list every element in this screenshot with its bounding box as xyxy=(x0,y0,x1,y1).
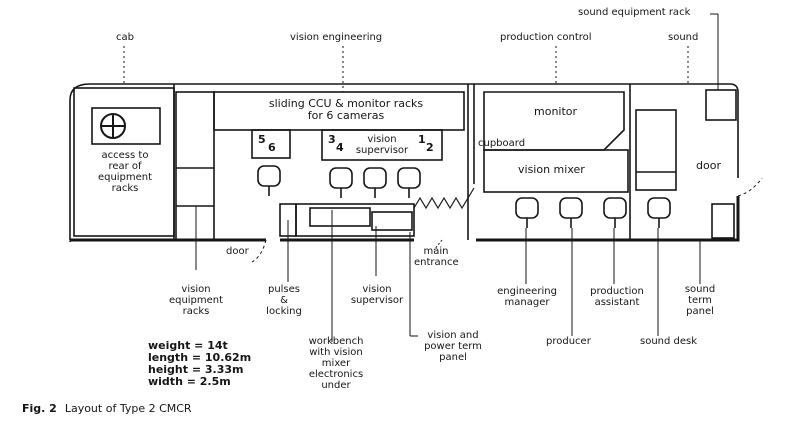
label-production-assistant: production assistant xyxy=(590,286,644,308)
label-main-entrance: main entrance xyxy=(414,246,459,268)
sound-equipment-rack-box xyxy=(705,89,737,121)
label-vision-power-term: vision and power term panel xyxy=(424,330,482,363)
right-door-swing xyxy=(737,177,763,197)
spec-length: length = 10.62m xyxy=(148,351,252,364)
label-door-right: door xyxy=(696,159,721,172)
label-access-rear: access to rear of equipment racks xyxy=(97,150,153,194)
label-pulses-locking: pulses & locking xyxy=(266,284,302,317)
cam-number-4: 4 xyxy=(336,141,344,154)
cam-number-1: 1 xyxy=(418,133,426,146)
label-workbench: workbench with vision mixer electronics … xyxy=(308,336,364,391)
spec-weight: weight = 14t xyxy=(148,339,228,352)
leader-lines xyxy=(123,13,719,342)
chairs-vision xyxy=(257,165,421,198)
vision-supervisor-desk xyxy=(321,129,443,161)
label-sound-term-panel: sound term panel xyxy=(684,284,716,317)
label-monitor: monitor xyxy=(534,105,578,118)
label-vision-mixer: vision mixer xyxy=(518,163,585,176)
label-sound: sound xyxy=(668,32,699,43)
cam-number-2: 2 xyxy=(426,141,434,154)
label-engineering-manager: engineering manager xyxy=(497,286,557,308)
cab-panel xyxy=(91,107,161,145)
label-vision-supervisor: vision supervisor xyxy=(350,284,404,306)
label-vision-engineering: vision engineering xyxy=(290,32,383,43)
vision-equipment-rack-block xyxy=(175,91,215,241)
sound-term-panel-box xyxy=(711,203,735,239)
main-entrance-door xyxy=(413,187,475,210)
label-ccu-racks: sliding CCU & monitor racks for 6 camera… xyxy=(268,97,424,122)
sound-desk-block xyxy=(635,109,677,191)
steering-wheel-icon xyxy=(100,113,126,139)
figure-caption-text: Layout of Type 2 CMCR xyxy=(64,402,192,415)
label-door-left: door xyxy=(226,246,249,257)
figure-caption-label: Fig. 2 xyxy=(22,402,57,415)
label-production-control: production control xyxy=(500,32,592,43)
left-door-swing xyxy=(251,239,267,263)
monitor-56 xyxy=(251,129,291,159)
label-sound-equipment-rack: sound equipment rack xyxy=(578,7,691,18)
label-cupboard: cupboard xyxy=(478,138,526,149)
cam-number-3: 3 xyxy=(328,133,336,146)
label-producer: producer xyxy=(546,336,591,347)
figure-caption: Fig. 2 Layout of Type 2 CMCR xyxy=(22,402,192,415)
spec-height: height = 3.33m xyxy=(148,363,244,376)
label-vision-equipment-racks: vision equipment racks xyxy=(168,284,224,317)
chairs-production xyxy=(515,197,671,228)
cam-number-5: 5 xyxy=(258,133,266,146)
monitor-wall xyxy=(483,91,625,151)
label-sound-desk: sound desk xyxy=(640,336,698,347)
vision-mixer-desk xyxy=(483,149,629,193)
cam-number-6: 6 xyxy=(268,141,276,154)
workbench xyxy=(295,203,415,237)
label-vision-supervisor-desk: vision supervisor xyxy=(355,134,409,156)
label-cab: cab xyxy=(116,32,134,43)
vehicle-specs: weight = 14t length = 10.62m height = 3.… xyxy=(148,340,251,388)
spec-width: width = 2.5m xyxy=(148,375,231,388)
vehicle-outline-bottom xyxy=(70,196,740,242)
